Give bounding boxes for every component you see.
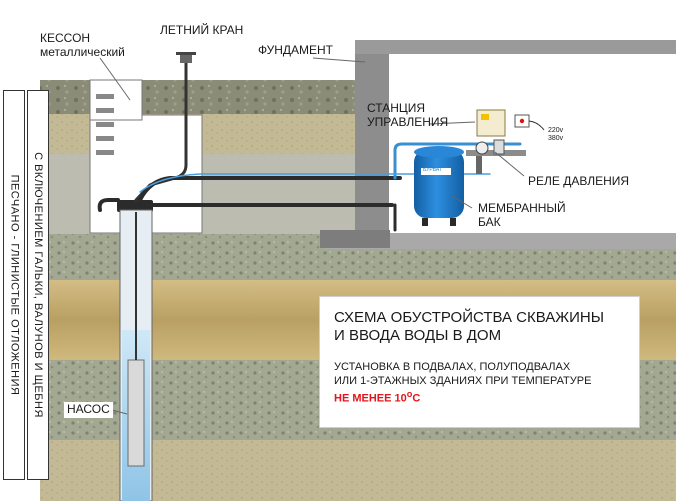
scheme-title-line2: И ВВОДА ВОДЫ В ДОМ (334, 327, 502, 344)
voltage-380: 380v (548, 134, 564, 142)
soil-layer-text: ПЕСЧАНО - ГЛИНИСТЫЕ ОТЛОЖЕНИЯ (8, 174, 20, 396)
control-station-label: СТАНЦИЯ УПРАВЛЕНИЯ (367, 101, 449, 130)
foundation-wall (355, 48, 389, 236)
scheme-note: УСТАНОВКА В ПОДВАЛАХ, ПОЛУПОДВАЛАХ ИЛИ 1… (334, 361, 625, 406)
voltage-label: 220v 380v (548, 127, 563, 142)
temperature-warning: НЕ МЕНЕЕ 10оС (334, 389, 625, 406)
soil-layer-label: ПЕСЧАНО - ГЛИНИСТЫЕ ОТЛОЖЕНИЯ (3, 90, 25, 480)
scheme-note-line2: ИЛИ 1-ЭТАЖНЫХ ЗДАНИЯХ ПРИ ТЕМПЕРАТУРЕ (334, 374, 592, 387)
basement-floor (325, 233, 676, 249)
membrane-tank (414, 146, 464, 226)
pressure-relay-label: РЕЛЕ ДАВЛЕНИЯ (528, 174, 630, 188)
scheme-title: СХЕМА ОБУСТРОЙСТВА СКВАЖИНЫ И ВВОДА ВОДЫ… (334, 309, 625, 345)
well-casing (119, 209, 153, 501)
gravel-layer-text: С ВКЛЮЧЕНИЕМ ГАЛЬКИ, ВАЛУНОВ И ЩЕБНЯ (32, 152, 45, 418)
control-station (476, 109, 545, 137)
caisson (89, 79, 203, 234)
gravel-layer-label: С ВКЛЮЧЕНИЕМ ГАЛЬКИ, ВАЛУНОВ И ЩЕБНЯ (27, 90, 49, 480)
degree-sign: о (406, 388, 413, 399)
caisson-label: КЕССОН металлический (40, 31, 125, 60)
temperature-unit: С (412, 392, 421, 405)
voltage-220: 220v (548, 127, 564, 134)
scheme-title-line1: СХЕМА ОБУСТРОЙСТВА СКВАЖИНЫ (334, 309, 604, 326)
summer-tap (176, 52, 196, 63)
foundation-label: ФУНДАМЕНТ (258, 43, 333, 57)
pump-label: НАСОС (64, 402, 113, 418)
scheme-info-box: СХЕМА ОБУСТРОЙСТВА СКВАЖИНЫ И ВВОДА ВОДЫ… (319, 296, 640, 428)
return-pipe (97, 198, 394, 212)
membrane-tank-label-line1: МЕМБРАННЫЙ (478, 201, 566, 215)
summer-tap-label: ЛЕТНИЙ КРАН (160, 23, 244, 37)
electric-cable (139, 173, 491, 193)
house-wall-top (355, 40, 676, 54)
foundation-footing (320, 230, 390, 248)
pump-body (127, 359, 145, 467)
tank-brand-label: БУРВАТ (423, 167, 442, 173)
membrane-tank-label-line2: БАК (478, 214, 501, 229)
control-station-label-line2: УПРАВЛЕНИЯ (367, 114, 449, 129)
scheme-note-line1: УСТАНОВКА В ПОДВАЛАХ, ПОЛУПОДВАЛАХ (334, 361, 571, 373)
caisson-label-line1: КЕССОН (40, 31, 91, 45)
membrane-tank-label: МЕМБРАННЫЙ БАК (478, 201, 566, 230)
wellhead (117, 200, 153, 212)
control-station-label-line1: СТАНЦИЯ (367, 101, 426, 115)
leader-lines (99, 57, 525, 415)
caisson-neck (89, 79, 143, 121)
house-supply-line (393, 142, 522, 180)
caisson-label-line2: металлический (40, 44, 125, 59)
pipes (97, 60, 522, 232)
caisson-ladder (96, 94, 114, 155)
temperature-warning-value: НЕ МЕНЕЕ 10 (334, 392, 407, 405)
